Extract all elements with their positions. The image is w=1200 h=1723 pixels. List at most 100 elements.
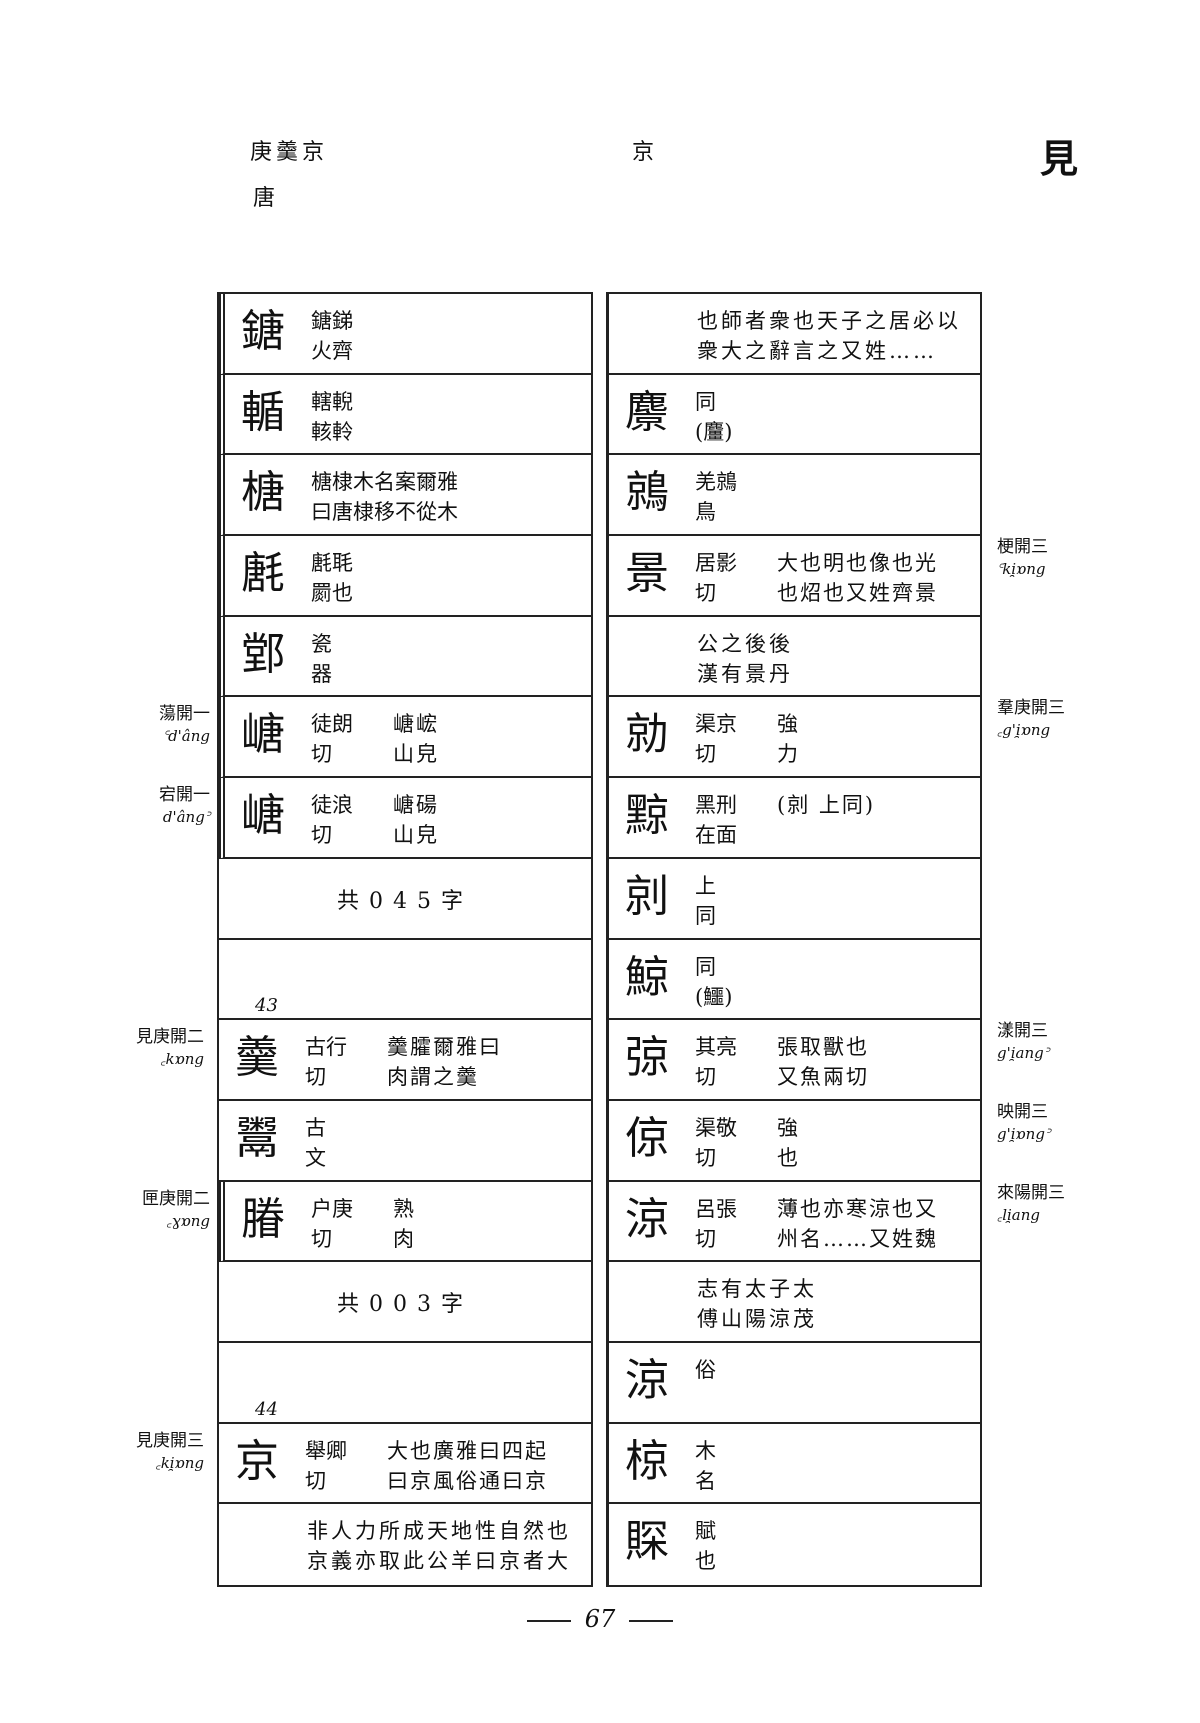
fanqie-gloss: 賦也	[695, 1516, 716, 1576]
fanqie-gloss: 木名	[695, 1436, 716, 1496]
head-character: 涼	[625, 1354, 669, 1406]
gloss-line: 㲥毦	[311, 551, 353, 576]
head-character: 麖	[625, 386, 669, 438]
character-count: 共003字	[337, 1292, 473, 1318]
gloss-line: 切	[695, 1065, 716, 1090]
gloss-line: 切	[305, 1468, 326, 1493]
gloss-line: 上	[695, 873, 716, 898]
phonology-label: 漾開三 g'i̯ang꜄	[997, 1020, 1087, 1064]
entry-row: 鶁羌鶁鳥	[608, 455, 980, 537]
fanqie-gloss: 同(麠)	[695, 387, 732, 447]
romanization: g'i̯ang꜄	[997, 1044, 1049, 1063]
entry-row: 也師者衆也天子之居必以衆大之辭言之又姓……	[608, 294, 980, 375]
entry-row: 椋木名	[608, 1423, 980, 1505]
entry-row: 勍渠京切強力羣庚開三꜀g'i̯ɒng	[608, 697, 1065, 779]
definition-gloss: 大也廣雅曰四起曰京風俗通曰京	[387, 1436, 548, 1496]
phonology-label: 梗開三꜂ki̯ɒng	[997, 536, 1087, 580]
fanqie-gloss: 鎕銻火齊	[311, 306, 353, 366]
phonology-label: 來陽開三꜀li̯ang	[997, 1182, 1087, 1226]
entry-row: 羹古行切羹臛爾雅曰肉謂之羹見庚開二꜀kɒng	[136, 1020, 591, 1101]
entry-row: 共045字	[219, 859, 591, 940]
continuation-text: 公之後後漢有景丹	[697, 629, 793, 689]
head-character: 剠	[625, 870, 669, 922]
gloss-line: 榶棣木名案爾雅	[311, 470, 458, 495]
gloss-line: 州名……又姓魏	[777, 1226, 938, 1251]
gloss-line: 大也廣雅曰四起	[387, 1438, 548, 1463]
gloss-line: 切	[305, 1065, 326, 1090]
fanqie-gloss: 黑刑在面	[695, 790, 737, 850]
gloss-line: 名	[695, 1468, 716, 1493]
gloss-line: 也	[777, 1145, 800, 1170]
head-character: 椋	[625, 1435, 669, 1487]
head-character: 景	[625, 548, 669, 600]
gloss-line: 衆大之辭言之又姓……	[697, 339, 937, 363]
romanization: ꜀g'i̯ɒng	[997, 721, 1051, 740]
gloss-line: 切	[311, 1226, 332, 1251]
fanqie-gloss: 㲥毦罽也	[311, 548, 353, 608]
phonology-label: 見庚開三꜀ki̯ɒng	[114, 1430, 204, 1474]
section-number: 43	[255, 995, 278, 1017]
head-character: 弶	[625, 1032, 669, 1084]
rhyme-category: 宕開一	[159, 785, 210, 806]
gloss-line: 木	[695, 1438, 716, 1463]
entry-row: 㲥㲥毦罽也	[219, 536, 591, 617]
head-character: 鎕	[241, 306, 285, 357]
gloss-line: 力	[777, 742, 800, 767]
continuation-text: 也師者衆也天子之居必以衆大之辭言之又姓……	[697, 306, 961, 366]
entry-row: 剠上同	[608, 858, 980, 940]
head-character: 䣘	[241, 628, 285, 680]
romanization: g'i̯ɒng꜄	[997, 1124, 1051, 1143]
gloss-line: 肉謂之羹	[387, 1065, 479, 1090]
gloss-line: 山皃	[393, 823, 439, 848]
entry-row: 涼呂張切薄也亦寒涼也又州名……又姓魏來陽開三꜀li̯ang	[608, 1181, 1065, 1263]
definition-gloss: 嵣峵山皃	[393, 709, 439, 769]
head-character: 賝	[625, 1516, 669, 1568]
gloss-line: 傅山陽涼茂	[697, 1307, 817, 1332]
gloss-line: 嵣碭	[393, 793, 439, 818]
fanqie-gloss: 古文	[305, 1113, 326, 1173]
character-count: 共045字	[337, 888, 473, 914]
fanqie-gloss: 俗	[695, 1355, 716, 1385]
gloss-line: 強	[777, 712, 800, 737]
entry-row: 涼俗	[608, 1342, 980, 1424]
phonology-label: 匣庚開二꜀ɣɒng	[120, 1188, 210, 1232]
gloss-line: 也	[695, 1549, 716, 1574]
gloss-line: 又魚兩切	[777, 1065, 869, 1090]
gloss-line: 徒朗	[311, 712, 353, 737]
romanization: ꜂d'âng	[162, 727, 210, 746]
gloss-line: 切	[311, 823, 332, 848]
entry-row: 鬻古文	[219, 1101, 591, 1182]
head-character: 勍	[625, 709, 669, 761]
entry-row: 黥黑刑在面(剠 上同)	[608, 778, 980, 859]
gloss-line: 肉	[393, 1226, 416, 1251]
gloss-line: 曰唐棣移不從木	[311, 500, 458, 525]
gloss-line: 漢有景丹	[697, 661, 793, 686]
gloss-line: 瓷	[311, 631, 332, 656]
page-number: 67	[0, 1605, 1200, 1633]
head-character: 鬻	[235, 1112, 279, 1164]
gloss-line: 切	[695, 1226, 716, 1251]
continuation-text: 非人力所成天地性自然也京義亦取此公羊曰京者大	[307, 1516, 571, 1576]
romanization: ꜀kɒng	[160, 1050, 204, 1069]
romanization: ꜀ki̯ɒng	[155, 1453, 204, 1472]
fanqie-gloss: 轄輗輆軨	[311, 387, 353, 447]
gloss-line: 渠敬	[695, 1115, 737, 1140]
rhyme-category: 漾開三	[997, 1021, 1048, 1042]
fanqie-gloss: 古行切	[305, 1032, 347, 1092]
fanqie-gloss: 徒朗切	[311, 709, 353, 769]
header-rhyme: 京	[632, 140, 655, 165]
romanization: ꜀li̯ang	[997, 1205, 1040, 1224]
entry-row: 榶榶棣木名案爾雅曰唐棣移不從木	[219, 455, 591, 537]
entry-row: 共003字	[219, 1262, 591, 1343]
fanqie-gloss: 其亮切	[695, 1032, 737, 1092]
romanization: ꜂ki̯ɒng	[997, 560, 1046, 579]
entry-row: 京舉卿切大也廣雅曰四起曰京風俗通曰京見庚開三꜀ki̯ɒng	[136, 1424, 591, 1505]
gloss-line: 薄也亦寒涼也又	[777, 1196, 938, 1221]
entry-row: 志有太子太傅山陽涼茂	[608, 1262, 980, 1343]
gloss-line: (剠 上同)	[777, 793, 876, 818]
definition-gloss: 強也	[777, 1113, 800, 1173]
fanqie-gloss: 同(鱷)	[695, 952, 732, 1012]
